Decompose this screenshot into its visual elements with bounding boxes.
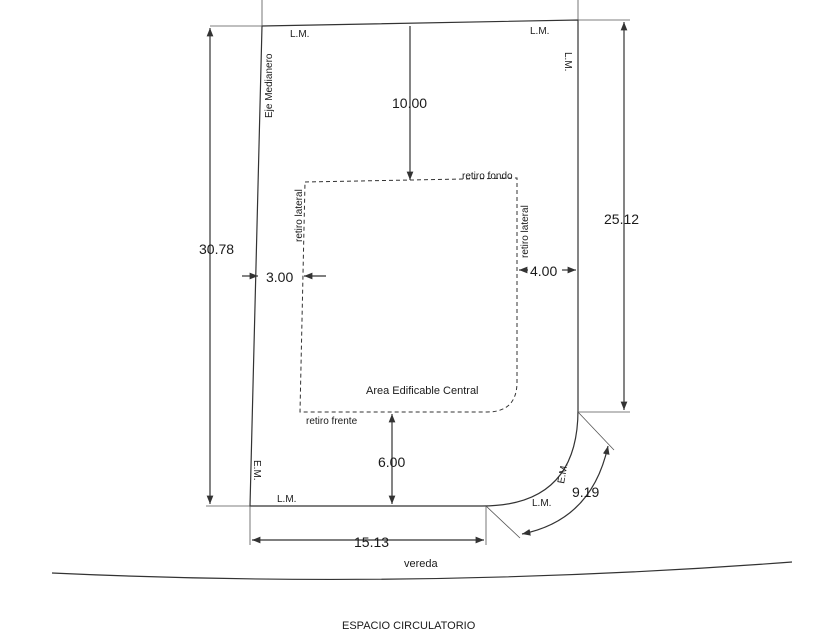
buildable-area-outline: [299, 177, 518, 413]
label-vereda: vereda: [404, 558, 439, 570]
extension-line: [485, 505, 521, 539]
label-em-curve: E.M.: [556, 462, 570, 484]
label-eje-medianero: Eje Medianero: [264, 53, 275, 118]
dim-left-height: 30.78: [199, 241, 234, 257]
dim-left-setback: 3.00: [266, 269, 293, 285]
label-lm-top-right: L.M.: [530, 26, 549, 37]
label-lm-top-left: L.M.: [290, 29, 309, 40]
dim-curve-length: 9.19: [572, 484, 599, 500]
label-retiro-lateral-right: retiro lateral: [520, 205, 531, 258]
label-area-edificable: Area Edificable Central: [366, 385, 479, 397]
dim-arc-curve: [521, 445, 610, 536]
dim-front-setback: 6.00: [378, 454, 405, 470]
label-lm-curve: L.M.: [532, 498, 551, 509]
label-lm-right-side: L.M.: [562, 52, 573, 71]
label-retiro-lateral-left: retiro lateral: [294, 189, 305, 242]
dim-top-setback: 10.00: [392, 95, 427, 111]
lot-boundary: [249, 19, 579, 507]
dim-right-height: 25.12: [604, 211, 639, 227]
label-retiro-fondo: retiro fondo: [462, 171, 513, 182]
label-lm-bottom: L.M.: [277, 494, 296, 505]
vereda-line: [51, 561, 793, 581]
dim-right-setback: 4.00: [530, 263, 557, 279]
label-espacio-circulatorio: ESPACIO CIRCULATORIO: [342, 620, 476, 630]
dim-bottom-width: 15.13: [354, 534, 389, 550]
label-em-left: E.M.: [251, 460, 262, 481]
extension-line: [577, 411, 615, 451]
label-retiro-frente: retiro frente: [306, 416, 358, 427]
